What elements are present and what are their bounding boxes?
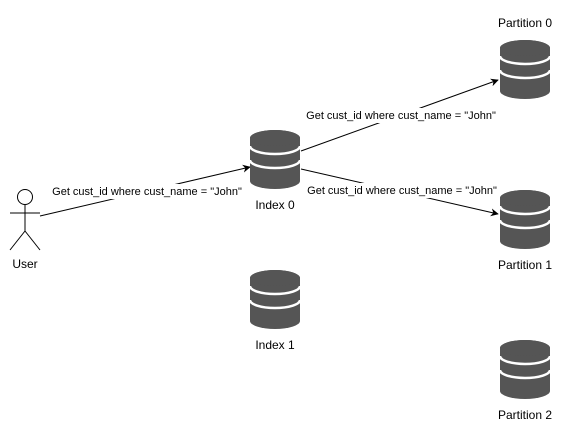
database-icon xyxy=(498,190,552,249)
index1-node: Index 1 xyxy=(248,270,302,352)
database-icon xyxy=(248,270,302,329)
index1-label: Index 1 xyxy=(255,338,295,352)
index0-label: Index 0 xyxy=(255,198,295,212)
database-icon xyxy=(498,40,552,99)
edge-index0-to-partition0: Get cust_id where cust_name = "John" xyxy=(300,78,499,152)
partition0-node: Partition 0 xyxy=(498,16,552,99)
edge-label-index0-to-partition0: Get cust_id where cust_name = "John" xyxy=(306,110,496,122)
edge-user-to-index0: Get cust_id where cust_name = "John" xyxy=(39,164,251,217)
index0-node: Index 0 xyxy=(248,130,302,212)
edge-index0-to-partition1: Get cust_id where cust_name = "John" xyxy=(300,168,499,217)
partition0-label: Partition 0 xyxy=(498,16,552,30)
partition2-label: Partition 2 xyxy=(498,408,552,422)
edge-label-user-to-index0: Get cust_id where cust_name = "John" xyxy=(52,186,242,198)
partition2-node: Partition 2 xyxy=(498,340,552,422)
user-actor-icon xyxy=(9,189,41,251)
partition1-node: Partition 1 xyxy=(498,190,552,272)
edge-label-index0-to-partition1: Get cust_id where cust_name = "John" xyxy=(307,185,497,197)
user-label: User xyxy=(12,257,37,271)
partition1-label: Partition 1 xyxy=(498,258,552,272)
database-icon xyxy=(248,130,302,189)
database-icon xyxy=(498,340,552,399)
user-node: User xyxy=(9,189,41,271)
